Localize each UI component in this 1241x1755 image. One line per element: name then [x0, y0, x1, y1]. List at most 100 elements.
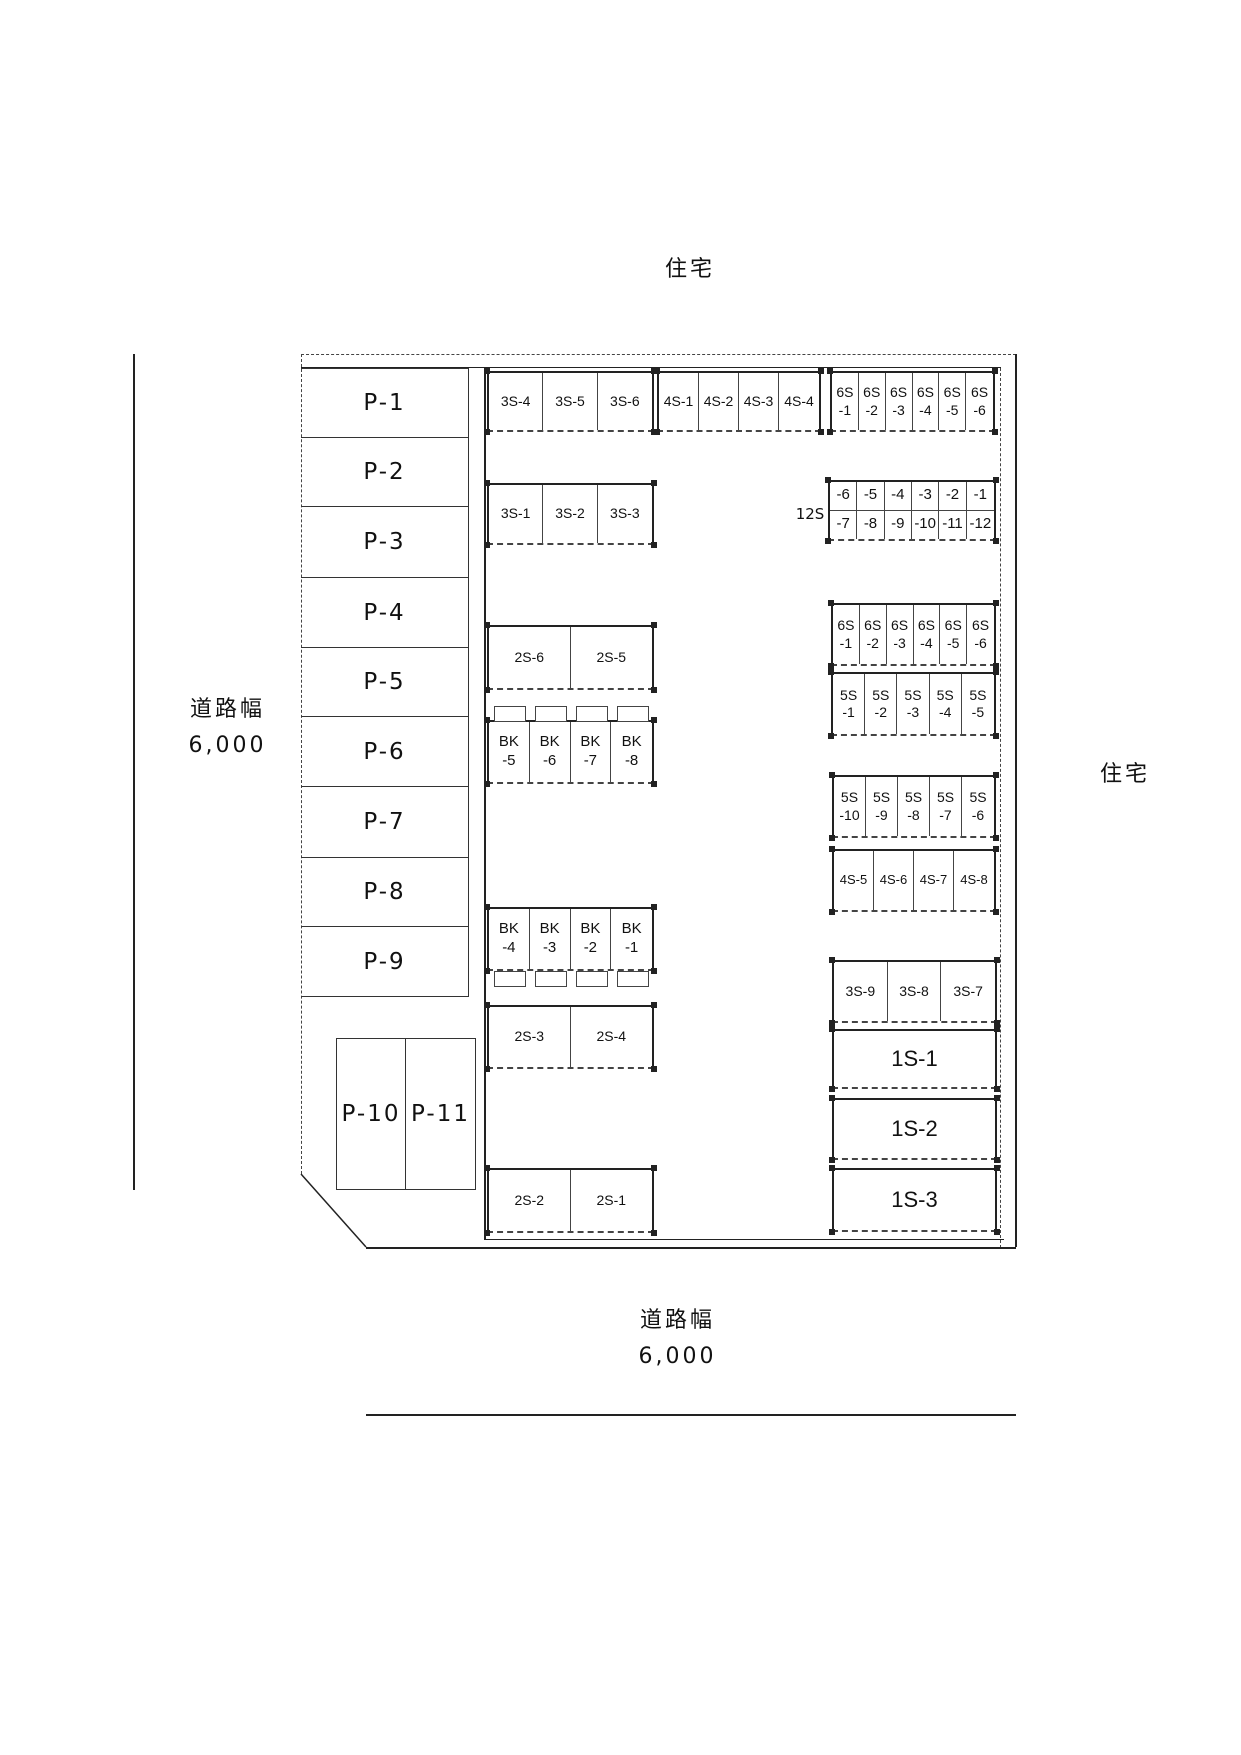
storage-unit: 2S-4 [596, 1028, 627, 1045]
parking-space: P-8 [301, 857, 469, 927]
column-post [993, 733, 999, 739]
storage-unit: 6S -2 [860, 605, 887, 664]
storage-block-s1-3: 1S-3 [832, 1168, 997, 1232]
column-post [993, 669, 999, 675]
column-post [992, 368, 998, 374]
column-post [829, 1086, 835, 1092]
storage-unit: -7 [830, 510, 858, 539]
column-post [484, 968, 490, 974]
storage-unit: 5S -1 [833, 674, 866, 734]
parking-space: P-10 [336, 1038, 406, 1190]
storage-block-s12: -6-5-4-3-2-1-7-8-9-10-11-12 [828, 480, 996, 541]
storage-unit: 3S-2 [543, 485, 598, 543]
column-post [651, 717, 657, 723]
storage-unit: 6S -1 [832, 373, 859, 430]
column-post [993, 835, 999, 841]
storage-unit: 2S-1 [596, 1191, 627, 1208]
column-post [829, 835, 835, 841]
storage-unit: 6S -3 [886, 373, 913, 430]
column-post [651, 1230, 657, 1236]
parking-space: P-4 [301, 577, 469, 648]
column-post [484, 717, 490, 723]
column-post [994, 1086, 1000, 1092]
column-post [993, 846, 999, 852]
column-post [484, 368, 490, 374]
storage-unit: 5S -10 [834, 777, 866, 836]
storage-unit: 3S-4 [489, 373, 544, 430]
bike-rack-tab [494, 706, 526, 722]
column-post [484, 542, 490, 548]
block-12s-label: 12S [795, 505, 825, 523]
storage-unit: 3S-8 [888, 962, 942, 1021]
storage-unit: 5S -6 [969, 789, 987, 823]
storage-unit: 3S-9 [834, 962, 888, 1021]
storage-unit: BK -4 [489, 909, 530, 969]
site-boundary-bottom [366, 1247, 1016, 1249]
storage-unit: 3S-3 [610, 505, 640, 522]
storage-unit: BK -5 [489, 722, 530, 782]
neighbor-label-top: 住宅 [664, 257, 715, 282]
storage-unit: -8 [857, 510, 885, 539]
storage-unit: 2S-3 [489, 1007, 571, 1067]
storage-unit: -2 [939, 482, 967, 511]
column-post [993, 477, 999, 483]
column-post [484, 429, 490, 435]
column-post [829, 1095, 835, 1101]
column-post [651, 1165, 657, 1171]
column-post [827, 429, 833, 435]
storage-unit: -3 [912, 482, 940, 511]
column-post [829, 1229, 835, 1235]
boundary-chamfer [300, 1173, 367, 1248]
column-post [818, 368, 824, 374]
storage-unit: 5S -2 [865, 674, 898, 734]
storage-unit: 3S-1 [489, 485, 544, 543]
storage-unit: 2S-5 [596, 648, 627, 665]
column-post [654, 368, 660, 374]
column-post [993, 909, 999, 915]
column-post [828, 733, 834, 739]
road-edge-bottom [366, 1414, 1016, 1416]
storage-unit: 1S-1 [891, 1046, 938, 1072]
column-post [828, 669, 834, 675]
column-post [829, 772, 835, 778]
column-post [829, 1026, 835, 1032]
storage-unit: 4S-6 [874, 851, 914, 910]
storage-unit: -1 [966, 482, 994, 511]
storage-unit: 6S -5 [939, 373, 967, 430]
storage-unit: 6S -5 [940, 605, 968, 664]
column-post [651, 480, 657, 486]
column-post [993, 600, 999, 606]
column-post [829, 957, 835, 963]
inner-line-top [301, 367, 1001, 368]
storage-unit: 1S-2 [891, 1116, 938, 1142]
parking-space: P-3 [301, 506, 469, 578]
bike-rack-tab [576, 706, 608, 722]
storage-unit: BK -2 [571, 909, 612, 969]
column-post [484, 687, 490, 693]
inner-line-left [484, 368, 486, 1240]
column-post [484, 781, 490, 787]
neighbor-label-right: 住宅 [1099, 762, 1150, 787]
column-post [994, 1020, 1000, 1026]
column-post [651, 542, 657, 548]
storage-unit: 5S -5 [969, 686, 987, 721]
bike-rack-tab [494, 971, 526, 987]
column-post [484, 1066, 490, 1072]
column-post [828, 600, 834, 606]
column-post [825, 477, 831, 483]
column-post [993, 772, 999, 778]
storage-unit: -4 [884, 482, 912, 511]
storage-unit: 6S -1 [833, 605, 860, 664]
column-post [484, 480, 490, 486]
storage-unit: -12 [969, 515, 992, 533]
column-post [994, 957, 1000, 963]
parking-space: P-2 [301, 437, 469, 507]
column-post [651, 622, 657, 628]
